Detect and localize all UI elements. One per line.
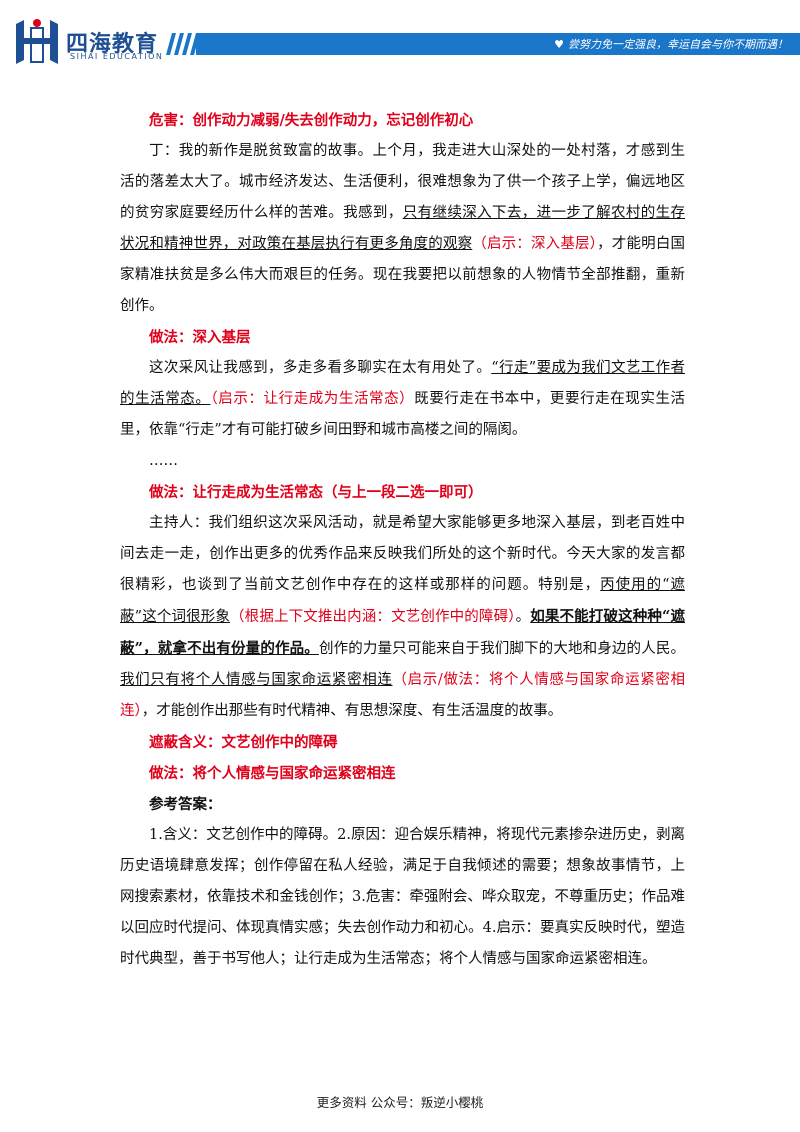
underlined-text: “行走”要成为我们文艺工作者的生活常态。 xyxy=(120,360,685,407)
heading-harm: 危害：创作动力减弱/失去创作动力，忘记创作初心 xyxy=(149,112,474,129)
annotation-note: （启示：让行走成为生活常态） xyxy=(210,391,415,407)
stripes-decoration-icon xyxy=(166,33,200,55)
heading-method-connect: 做法：将个人情感与国家命运紧密相连 xyxy=(149,765,396,782)
underlined-text: 丙使用的“遮蔽”这个词很形象 xyxy=(120,577,685,625)
page-footer: 更多资料 公众号：叛逆小樱桃 xyxy=(316,1095,484,1110)
brand-name-english: SIHAI EDUCATION xyxy=(70,52,164,61)
paragraph-host: 主持人：我们组织这次采风活动，就是希望大家能够更多地深入基层，到老百姓中间去走一… xyxy=(120,515,686,719)
heading-reference-answer: 参考答案： xyxy=(149,796,222,813)
page-header: 四海教育 SIHAI EDUCATION ♥尝努力免一定强良，幸运自会与你不期而… xyxy=(0,0,800,80)
brand-name: 四海教育 xyxy=(66,32,159,57)
ellipsis: …… xyxy=(149,453,178,469)
bold-underlined-text: 如果不能打破这种种“遮蔽”，就拿不出有份量的作品。 xyxy=(120,608,685,657)
heart-icon: ♥ xyxy=(554,38,564,51)
annotation-note: （根据上下文推出内涵：文艺创作中的障碍） xyxy=(230,609,516,625)
heading-meaning: 遮蔽含义：文艺创作中的障碍 xyxy=(149,734,338,751)
document-body: 危害：创作动力减弱/失去创作动力，忘记创作初心 丁：我的新作是脱贫致富的故事。上… xyxy=(120,105,685,975)
heading-method-walking: 做法：让行走成为生活常态（与上一段二选一即可） xyxy=(149,484,483,501)
underlined-text: 我们只有将个人情感与国家命运紧密相连 xyxy=(120,672,393,688)
annotation-note: （启示：深入基层） xyxy=(472,236,598,252)
paragraph-answer: 1.含义：文艺创作中的障碍。2.原因：迎合娱乐精神，将现代元素掺杂进历史，剥离历… xyxy=(120,827,685,967)
heading-method-grassroots: 做法：深入基层 xyxy=(149,329,251,346)
sihai-logo-icon xyxy=(16,19,58,64)
header-slogan: ♥尝努力免一定强良，幸运自会与你不期而遇！ xyxy=(554,38,788,51)
paragraph-ding: 丁：我的新作是脱贫致富的故事。上个月，我走进大山深处的一处村落，才感到生活的落差… xyxy=(120,143,686,314)
paragraph-walking: 这次采风让我感到，多走多看多聊实在太有用处了。“行走”要成为我们文艺工作者的生活… xyxy=(120,360,686,438)
header-banner xyxy=(196,33,800,55)
underlined-text: 只有继续深入下去，进一步了解农村的生存状况和精神世界，对政策在基层执行有更多角度… xyxy=(120,205,685,252)
annotation-note: （启示/做法：将个人情感与国家命运紧密相连） xyxy=(120,672,685,719)
